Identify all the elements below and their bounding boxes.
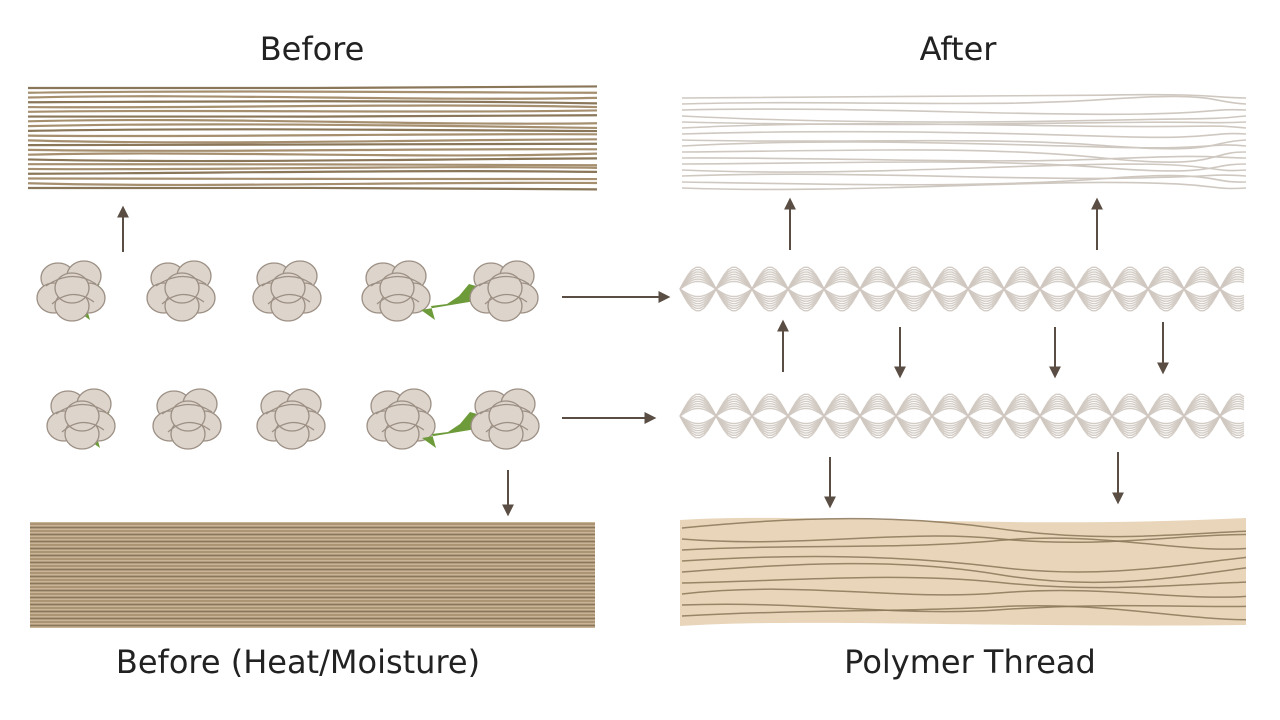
- polymer-strand: [681, 588, 1247, 598]
- fiber-strand: [27, 181, 598, 187]
- light-strand: [681, 115, 1247, 123]
- light-strand: [681, 108, 1247, 116]
- fiber-strand: [27, 95, 598, 100]
- polymer-thread-title: Polymer Thread: [844, 643, 1096, 681]
- cotton-boll-icon: [252, 260, 322, 322]
- fiber-strand: [27, 177, 598, 181]
- boll-seam: [370, 275, 422, 305]
- boll-seam: [375, 403, 427, 433]
- fiber-strand: [27, 166, 598, 171]
- fiber-strand: [27, 90, 598, 94]
- cotton-boll-icon: [366, 388, 436, 450]
- boll-seam: [55, 403, 107, 433]
- fiber-strand: [27, 85, 598, 90]
- boll-seam: [161, 403, 213, 433]
- boll-seam: [265, 403, 317, 433]
- fiber-strand: [27, 163, 598, 167]
- light-strand: [681, 161, 1247, 172]
- light-strand: [681, 181, 1247, 191]
- brown-fiber-bundle-bottom: [30, 522, 595, 628]
- cotton-boll-icon: [46, 388, 116, 450]
- polymer-strand: [681, 537, 1247, 551]
- polymer-thread-band: [680, 517, 1247, 626]
- fiber-strand: [27, 114, 598, 118]
- fiber-strand: [27, 104, 598, 109]
- polymer-strand: [681, 603, 1247, 613]
- yarn-ply: [679, 280, 1245, 298]
- polymer-strand: [681, 517, 1247, 538]
- light-strand: [681, 130, 1247, 139]
- cotton-boll-icon: [146, 260, 216, 322]
- cotton-boll-icon: [361, 260, 431, 322]
- boll-seam: [479, 403, 531, 433]
- fiber-strand: [27, 118, 598, 125]
- polymer-strand: [681, 533, 1247, 544]
- fiber-strand: [27, 148, 598, 152]
- fiber-strand: [27, 123, 598, 130]
- before-title: Before: [259, 30, 365, 68]
- light-strand: [681, 163, 1247, 173]
- light-fiber-bundle-top: [681, 93, 1247, 191]
- before-heat-moisture-title: Before (Heat/Moisture): [115, 643, 481, 681]
- yarn-ply: [679, 407, 1245, 425]
- twisted-yarn-lower: [679, 393, 1245, 439]
- cotton-boll-icon: [152, 388, 222, 450]
- band-fill: [680, 517, 1246, 626]
- light-strand: [681, 93, 1247, 99]
- brown-fiber-bundle-top: [27, 85, 598, 191]
- yarn-ply: [679, 407, 1245, 425]
- fiber-strand: [27, 152, 598, 157]
- cotton-boll-icon: [421, 260, 539, 322]
- cotton-boll-icon: [36, 260, 106, 322]
- fiber-strand: [27, 109, 598, 113]
- light-strand: [681, 141, 1247, 149]
- boll-seam: [478, 275, 530, 305]
- boll-seam: [45, 275, 97, 305]
- light-strand: [681, 174, 1247, 186]
- polymer-strand: [681, 604, 1247, 621]
- fiber-strand: [27, 170, 598, 175]
- cotton-boll-icon: [422, 388, 540, 450]
- boll-seam: [261, 275, 313, 305]
- light-strand: [681, 122, 1247, 129]
- light-strand: [681, 173, 1247, 180]
- yarn-ply: [679, 280, 1245, 298]
- light-strand: [681, 95, 1247, 105]
- fiber-strand: [27, 128, 598, 133]
- light-strand: [681, 155, 1247, 162]
- after-title: After: [919, 30, 997, 68]
- fiber-strand: [27, 138, 598, 144]
- cotton-boll-icon: [256, 388, 326, 450]
- stripe-background: [30, 522, 595, 628]
- fiber-strand: [27, 142, 598, 147]
- cotton-boll-rows: [36, 260, 540, 450]
- fiber-strand: [27, 157, 598, 163]
- fiber-strand: [27, 186, 598, 191]
- fiber-strand: [27, 100, 598, 105]
- twisted-yarn-upper: [679, 266, 1245, 312]
- polymer-strand: [681, 562, 1247, 584]
- polymer-strand: [681, 576, 1247, 589]
- arrows-group: [117, 197, 1169, 517]
- polymer-strand: [681, 555, 1247, 573]
- fiber-strand: [27, 133, 598, 138]
- boll-seam: [155, 275, 207, 305]
